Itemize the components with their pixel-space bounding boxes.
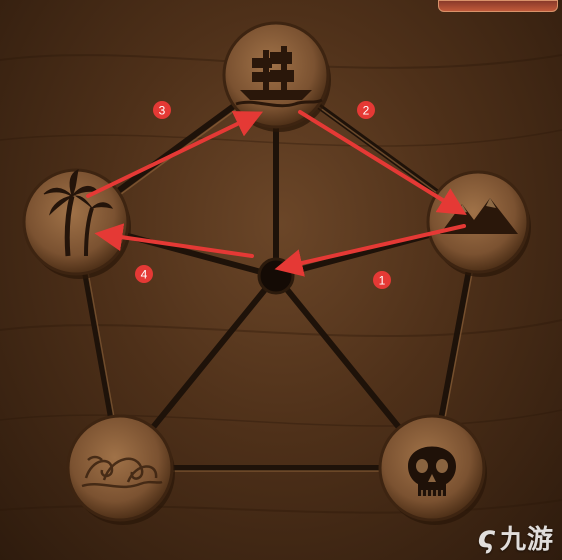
step-badge-1-label: 1 <box>379 274 386 288</box>
arrow-step-1 <box>274 224 466 277</box>
ship-icon <box>235 46 323 108</box>
node-skull[interactable] <box>378 414 487 525</box>
node-palm[interactable] <box>22 168 131 279</box>
arrow-step-4 <box>94 223 254 258</box>
arrow-step-3 <box>86 111 264 198</box>
palm-tree-icon <box>43 169 114 257</box>
node-ship[interactable] <box>222 21 331 132</box>
step-badge-3: 3 <box>153 101 171 119</box>
step-badge-2: 2 <box>357 101 375 119</box>
jiuyou-logo-icon: ς <box>477 520 496 555</box>
arrow-step-2 <box>298 110 467 215</box>
step-badge-3-label: 3 <box>159 104 166 118</box>
step-badge-2-label: 2 <box>363 104 370 118</box>
step-badge-4-label: 4 <box>141 268 148 282</box>
wood-grain <box>0 54 562 514</box>
watermark: ς 九游 <box>477 519 554 556</box>
wave-icon <box>81 455 163 489</box>
center-hole[interactable] <box>257 257 295 295</box>
node-wave[interactable] <box>66 414 175 525</box>
step-badge-4: 4 <box>135 265 153 283</box>
skull-icon <box>408 446 456 496</box>
solution-arrows <box>86 110 467 277</box>
node-mountain[interactable] <box>426 170 531 277</box>
watermark-text: 九游 <box>499 525 554 555</box>
corner-button[interactable] <box>438 0 558 12</box>
step-badge-1: 1 <box>373 271 391 289</box>
